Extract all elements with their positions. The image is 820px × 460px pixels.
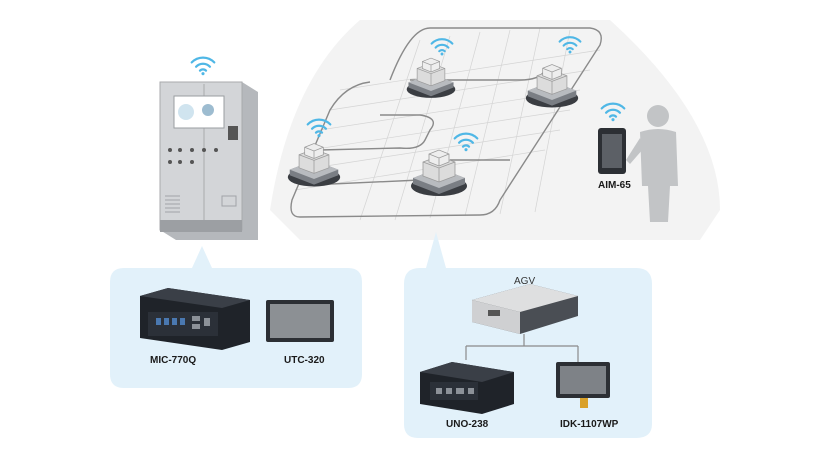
industrial-pc	[140, 288, 250, 350]
label-aim-65: AIM-65	[598, 180, 631, 191]
display-panel	[556, 362, 610, 408]
label-idk-1107wp: IDK-1107WP	[560, 419, 619, 430]
label-mic-770q: MIC-770Q	[150, 355, 197, 366]
touch-monitor	[266, 300, 334, 342]
agv-controller-box	[472, 284, 578, 334]
connector-lines	[465, 334, 579, 362]
wifi-icon	[190, 56, 216, 76]
floor-area	[270, 20, 720, 240]
control-cabinet	[159, 81, 258, 240]
label-uno-238: UNO-238	[446, 419, 489, 430]
label-utc-320: UTC-320	[284, 355, 325, 366]
tablet	[598, 128, 626, 174]
label-agv: AGV	[514, 276, 536, 287]
person	[626, 105, 678, 222]
embedded-pc	[420, 362, 514, 414]
